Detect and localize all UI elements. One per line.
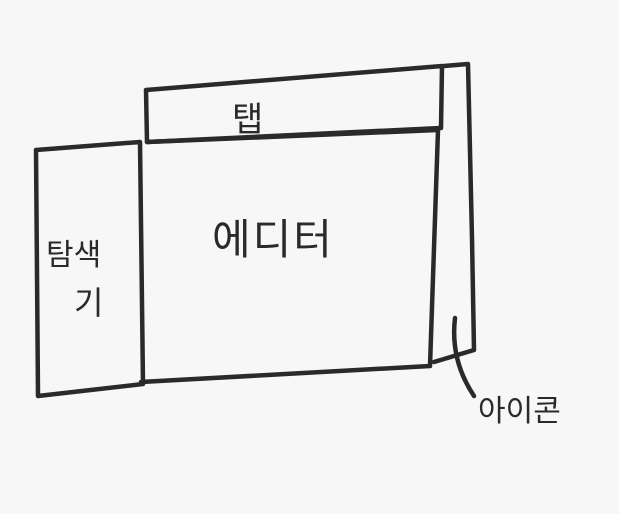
editor-area xyxy=(138,127,441,385)
explorer-label-continued: 기 xyxy=(74,284,104,322)
editor-label: 에디터 xyxy=(212,215,334,264)
icon-bar-label: 아이콘 xyxy=(478,394,561,429)
label-pointer xyxy=(451,315,477,399)
tab-bar xyxy=(143,63,445,145)
icon-bar xyxy=(431,61,477,365)
explorer-label: 탐색 xyxy=(46,238,102,273)
tab-label: 탭 xyxy=(232,100,264,140)
